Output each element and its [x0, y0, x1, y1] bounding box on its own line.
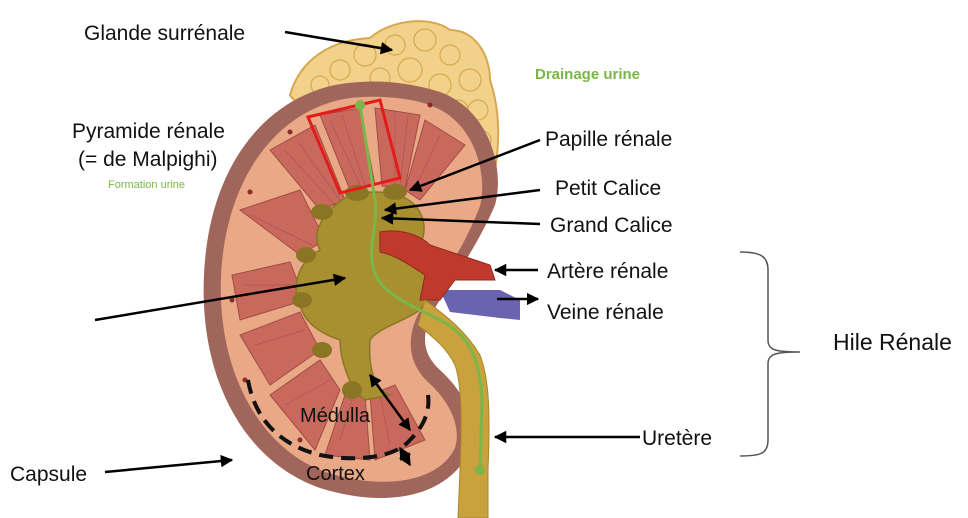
- drainage-end-dot: [475, 465, 485, 475]
- hile-bracket: [740, 252, 800, 456]
- label-artere-renale: Artère rénale: [547, 260, 668, 283]
- label-uretere: Uretère: [642, 427, 712, 450]
- label-formation-urine: Formation urine: [108, 179, 185, 191]
- drainage-start-dot: [355, 100, 365, 110]
- label-papille-renale: Papille rénale: [545, 128, 672, 151]
- label-petit-calice: Petit Calice: [555, 177, 661, 200]
- label-cortex: Cortex: [306, 463, 365, 485]
- label-grand-calice: Grand Calice: [550, 214, 673, 237]
- label-hile-renale: Hile Rénale: [833, 329, 952, 355]
- label-de-malpighi: (= de Malpighi): [78, 148, 217, 171]
- label-pyramide-renale: Pyramide rénale: [72, 120, 225, 143]
- arrow-capsule: [105, 460, 232, 472]
- label-capsule: Capsule: [10, 463, 87, 486]
- label-veine-renale: Veine rénale: [547, 301, 664, 324]
- label-medulla: Médulla: [300, 405, 371, 427]
- label-glande-surrenale: Glande surrénale: [84, 22, 245, 45]
- renal-vein: [440, 290, 520, 320]
- label-drainage-urine: Drainage urine: [535, 66, 640, 83]
